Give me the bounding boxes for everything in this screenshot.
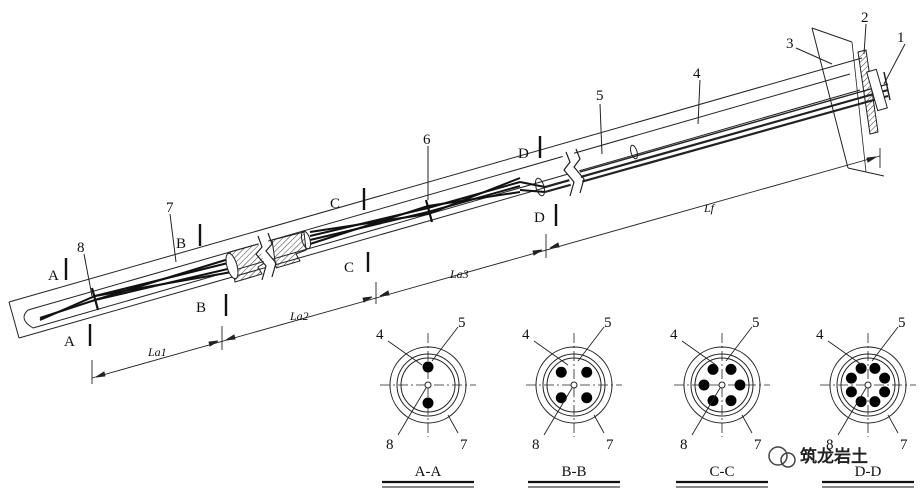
section-label-4: 4 xyxy=(376,327,384,343)
strand-bar xyxy=(869,396,881,408)
strand-bar xyxy=(422,361,434,373)
part-label-2: 2 xyxy=(861,10,869,26)
dim-lf: Lf xyxy=(703,201,716,215)
strand-bar xyxy=(555,392,567,404)
part-label-7: 7 xyxy=(166,200,174,216)
strand-bar xyxy=(581,392,593,404)
section-label-4: 4 xyxy=(816,327,824,343)
mark-c-top: C xyxy=(330,196,340,212)
section-label-4: 4 xyxy=(522,327,530,343)
strand-bar xyxy=(855,362,867,374)
strand-bar xyxy=(845,372,857,384)
watermark-text: 筑龙岩土 xyxy=(800,446,868,467)
section-b-b: 4 5 8 7B-B xyxy=(522,315,622,488)
strand-bar xyxy=(725,395,737,407)
mark-a-top: A xyxy=(48,268,59,284)
section-d-d: 4 5 8 7D-D xyxy=(816,315,916,488)
anchor-head xyxy=(811,27,891,177)
section-label-5: 5 xyxy=(458,315,466,331)
part-label-1: 1 xyxy=(897,30,905,46)
strand-bar xyxy=(734,379,746,391)
tendon-coupler xyxy=(630,144,638,160)
section-title: B-B xyxy=(561,464,586,480)
strand-bar xyxy=(707,363,719,375)
section-label-7: 7 xyxy=(606,437,614,453)
section-a-a: 4 5 8 7A-A xyxy=(376,315,476,488)
part-label-3: 3 xyxy=(786,36,794,52)
strand-bar xyxy=(855,396,867,408)
section-label-5: 5 xyxy=(898,315,906,331)
strand-bar xyxy=(879,386,891,398)
section-title: D-D xyxy=(855,464,882,480)
dim-la1: La1 xyxy=(147,345,167,359)
mark-c-bottom: C xyxy=(344,260,354,276)
mark-d-top: D xyxy=(518,146,529,162)
section-label-4: 4 xyxy=(670,327,678,343)
part-label-4: 4 xyxy=(693,66,701,82)
strand-bar xyxy=(422,397,434,409)
section-label-8: 8 xyxy=(826,437,834,453)
dim-la2: La2 xyxy=(289,309,309,323)
mark-d-bottom: D xyxy=(534,210,545,226)
part-label-5: 5 xyxy=(596,88,604,104)
strand-bar xyxy=(698,379,710,391)
mark-b-top: B xyxy=(176,236,186,252)
section-label-8: 8 xyxy=(532,437,540,453)
mark-b-bottom: B xyxy=(196,300,206,316)
mark-a-bottom: A xyxy=(64,334,75,350)
section-label-8: 8 xyxy=(680,437,688,453)
dimension-lines xyxy=(91,148,881,384)
break-symbol-1 xyxy=(255,229,279,281)
section-title: A-A xyxy=(415,464,442,480)
cross-sections: 4 5 8 7A-A 4 5 8 7B-B 4 5 8 7C-C 4 5 8 7D-D xyxy=(376,315,916,488)
section-label-5: 5 xyxy=(752,315,760,331)
section-label-7: 7 xyxy=(900,437,908,453)
section-label-7: 7 xyxy=(460,437,468,453)
part-label-6: 6 xyxy=(423,132,431,148)
anchor-body xyxy=(8,57,889,339)
part-label-8: 8 xyxy=(77,240,85,256)
section-label-7: 7 xyxy=(754,437,762,453)
strand-bar xyxy=(879,372,891,384)
spacer-rings xyxy=(90,199,434,311)
strand-bar xyxy=(845,386,857,398)
strand-bar xyxy=(725,363,737,375)
watermark: 筑龙岩土 xyxy=(768,446,868,468)
section-cut-markers xyxy=(64,136,558,346)
strand-bar xyxy=(581,366,593,378)
strand-bar xyxy=(555,366,567,378)
break-symbol-2 xyxy=(560,144,586,198)
section-c-c: 4 5 8 7C-C xyxy=(670,315,770,488)
strand-bar xyxy=(869,362,881,374)
section-title: C-C xyxy=(709,464,734,480)
dim-la3: La3 xyxy=(449,267,469,281)
part-leaders xyxy=(83,23,906,297)
section-label-8: 8 xyxy=(386,437,394,453)
wechat-icon xyxy=(768,446,788,466)
section-label-5: 5 xyxy=(604,315,612,331)
